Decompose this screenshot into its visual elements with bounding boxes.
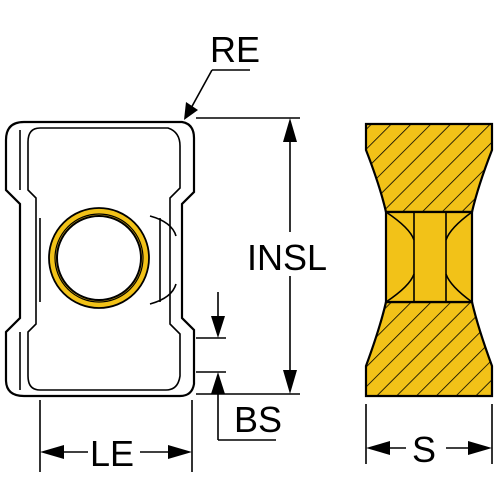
insert-body-outline	[4, 120, 196, 398]
s-arrow-right	[468, 441, 492, 455]
hole-chamfer-inner	[54, 213, 144, 303]
bs-arrow-bottom	[211, 372, 225, 394]
dimensions: RE INSL BS LE S	[39, 29, 493, 474]
re-label: RE	[210, 29, 260, 70]
insl-label-bg	[244, 232, 340, 276]
insl-arrow-bottom	[283, 370, 297, 394]
insert-top-view	[4, 120, 196, 398]
s-label: S	[412, 429, 436, 470]
bs-arrow-top	[211, 316, 225, 338]
section-lower	[364, 300, 494, 398]
center-hole	[56, 215, 142, 301]
le-arrow-left	[40, 445, 64, 459]
facet-curve	[149, 283, 177, 305]
bore-curve	[445, 273, 473, 303]
bore-curve	[445, 211, 473, 241]
le-arrow-right	[168, 445, 192, 459]
bore-curve	[385, 211, 415, 241]
insl-label: INSL	[247, 237, 327, 278]
bore-curve	[385, 273, 415, 303]
insert-inner-face	[27, 127, 181, 391]
le-label: LE	[90, 433, 134, 474]
bs-label: BS	[234, 399, 282, 440]
insl-arrow-top	[283, 118, 297, 142]
section-upper	[364, 122, 494, 214]
section-bore	[384, 210, 474, 304]
re-arrow	[184, 102, 198, 120]
facet-curve	[149, 215, 177, 237]
insert-section-view	[364, 122, 494, 398]
s-arrow-left	[366, 441, 390, 455]
re-leader	[189, 69, 213, 111]
